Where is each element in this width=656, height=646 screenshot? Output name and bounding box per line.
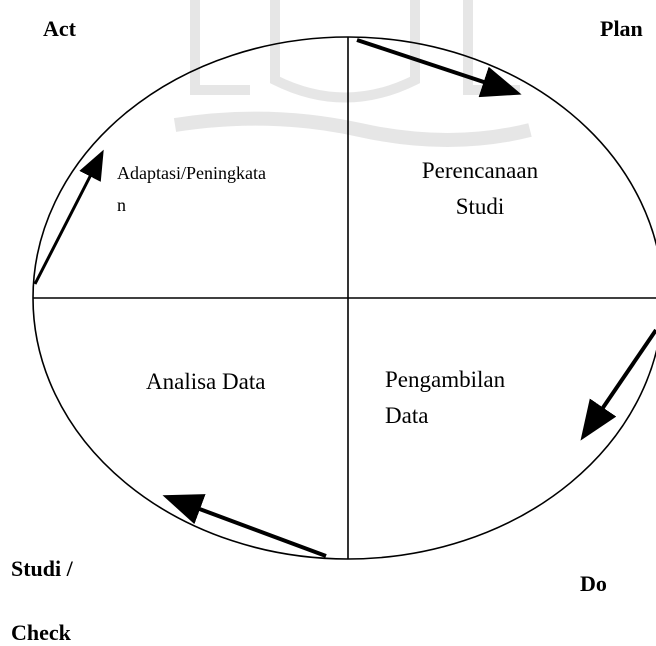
arrow-plan-to-do-right	[580, 328, 656, 441]
arrow-do-to-check	[162, 494, 327, 558]
label-act: Act	[43, 16, 76, 41]
quadrant-do-line-2: Data	[385, 403, 429, 428]
quadrant-plan-line-2: Studi	[455, 194, 505, 219]
quadrant-check-line-1: Analisa Data	[146, 369, 266, 394]
label-studi: Studi /	[11, 556, 73, 581]
quadrant-act-line-1: Adaptasi/Peningkata	[117, 163, 266, 183]
quadrant-plan-text: Perencanaan Studi	[405, 153, 555, 225]
arrow-plan-to-do-top	[356, 38, 522, 98]
quadrant-plan-line-1: Perencanaan	[421, 158, 539, 183]
label-check: Check	[11, 620, 71, 645]
arrow-check-to-act	[33, 149, 104, 285]
quadrant-check-text: Analisa Data	[146, 364, 265, 400]
quadrant-do-text: Pengambilan Data	[385, 362, 505, 434]
label-plan: Plan	[600, 16, 643, 41]
label-do: Do	[580, 571, 607, 596]
quadrant-act-line-2: n	[117, 195, 126, 215]
quadrant-act-text: Adaptasi/Peningkata n	[117, 157, 266, 221]
quadrant-do-line-1: Pengambilan	[385, 367, 506, 392]
watermark-logo	[173, 0, 532, 147]
